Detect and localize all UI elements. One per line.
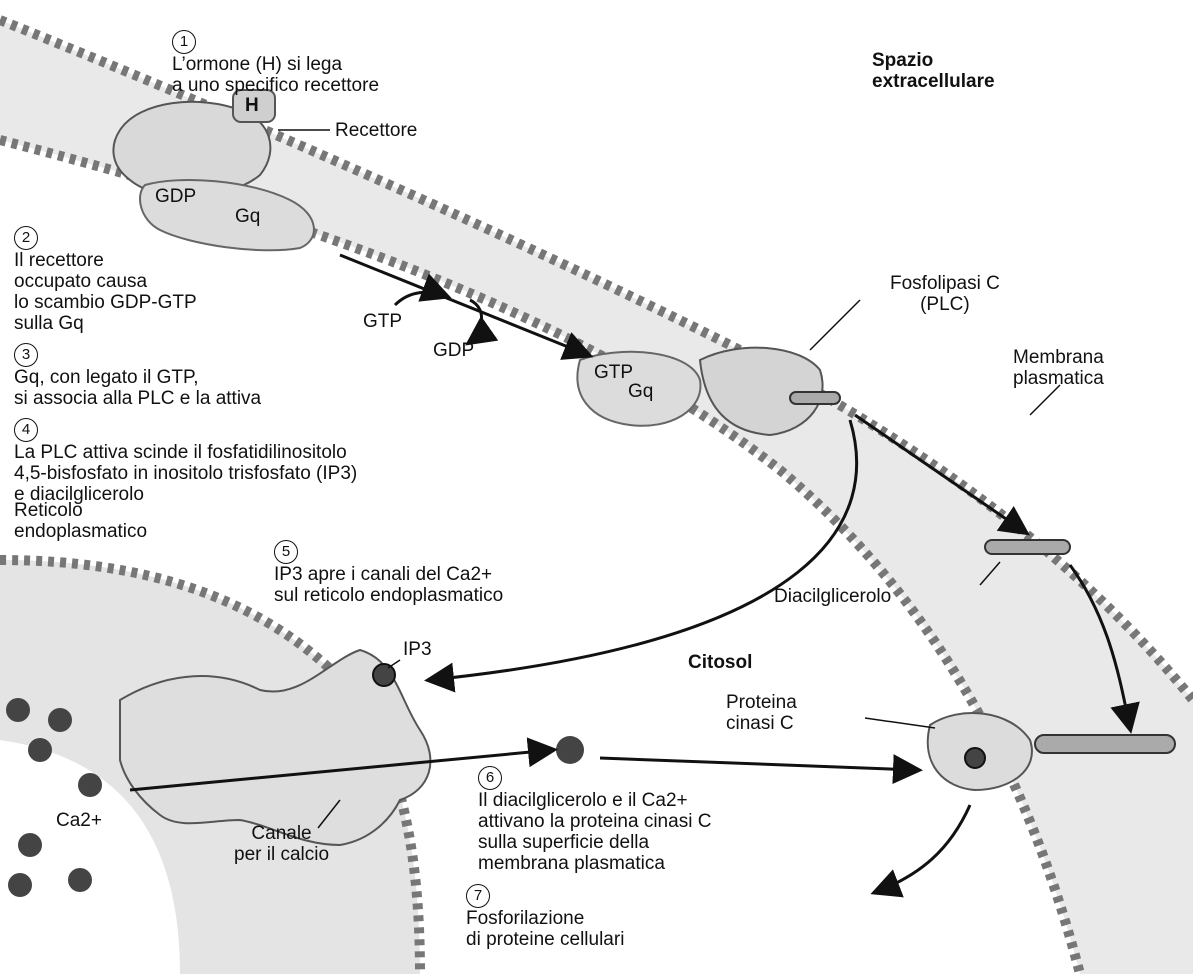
ca-ion: [48, 708, 72, 732]
leader-pkc: [865, 718, 935, 728]
step-6-label: 6 Il diacilglicerolo e il Ca2+ attivano …: [478, 766, 711, 874]
arrow-gtp-in: [395, 292, 446, 305]
arrow-gdp-out: [470, 300, 482, 342]
gtp-bound-label: GTP: [594, 362, 633, 383]
gq-top-label: Gq: [235, 206, 260, 227]
step-number: 3: [14, 343, 38, 367]
step-number: 6: [478, 766, 502, 790]
gdp-mid-label: GDP: [433, 340, 474, 361]
ca-ion: [18, 833, 42, 857]
arrow-pkc-to-phosph: [876, 805, 970, 892]
receptor-label: Recettore: [335, 120, 417, 141]
channel-label: Canale per il calcio: [234, 823, 329, 865]
step-3-label: 3 Gq, con legato il GTP, si associa alla…: [14, 343, 261, 409]
membrane-label: Membrana plasmatica: [1013, 347, 1104, 389]
step-1-label: 1 L’ormone (H) si lega a uno specifico r…: [172, 30, 379, 96]
er-label: Reticolo endoplasmatico: [14, 500, 147, 542]
gdp-top-label: GDP: [155, 186, 196, 207]
ca-ion-released: [556, 736, 584, 764]
ca-ion: [68, 868, 92, 892]
step-number: 7: [466, 884, 490, 908]
ip3-shape: [373, 664, 395, 686]
step-number: 5: [274, 540, 298, 564]
pkc-ca-shape: [965, 748, 985, 768]
step-number: 2: [14, 226, 38, 250]
step-2-label: 2 Il recettore occupato causa lo scambio…: [14, 226, 197, 334]
leader-plc: [810, 300, 860, 350]
step-7-label: 7 Fosforilazione di proteine cellulari: [466, 884, 624, 950]
ca-ion: [6, 698, 30, 722]
dag-shape-1: [790, 392, 840, 404]
ca-ion: [78, 773, 102, 797]
leader-ip3: [388, 660, 400, 668]
ca-label: Ca2+: [56, 810, 102, 831]
step-number: 4: [14, 418, 38, 442]
pkc-label: Proteina cinasi C: [726, 692, 797, 734]
ca-ion: [28, 738, 52, 762]
extracellular-label: Spazio extracellulare: [872, 50, 995, 92]
step-5-label: 5 IP3 apre i canali del Ca2+ sul reticol…: [274, 540, 503, 606]
dag-shape-3: [1035, 735, 1175, 753]
step-4-label: 4 La PLC attiva scinde il fosfatidilinos…: [14, 418, 357, 505]
ca-ion: [8, 873, 32, 897]
gq-bound-label: Gq: [628, 381, 653, 402]
dag-label: Diacilglicerolo: [774, 586, 891, 607]
gtp-mid-label: GTP: [363, 311, 402, 332]
leader-membrane: [1030, 385, 1060, 415]
hormone-label: H: [245, 95, 259, 116]
cytosol-label: Citosol: [688, 652, 752, 673]
plc-label: Fosfolipasi C (PLC): [890, 273, 1000, 315]
ip3-label: IP3: [403, 639, 432, 660]
step-number: 1: [172, 30, 196, 54]
dag-shape-2: [985, 540, 1070, 554]
